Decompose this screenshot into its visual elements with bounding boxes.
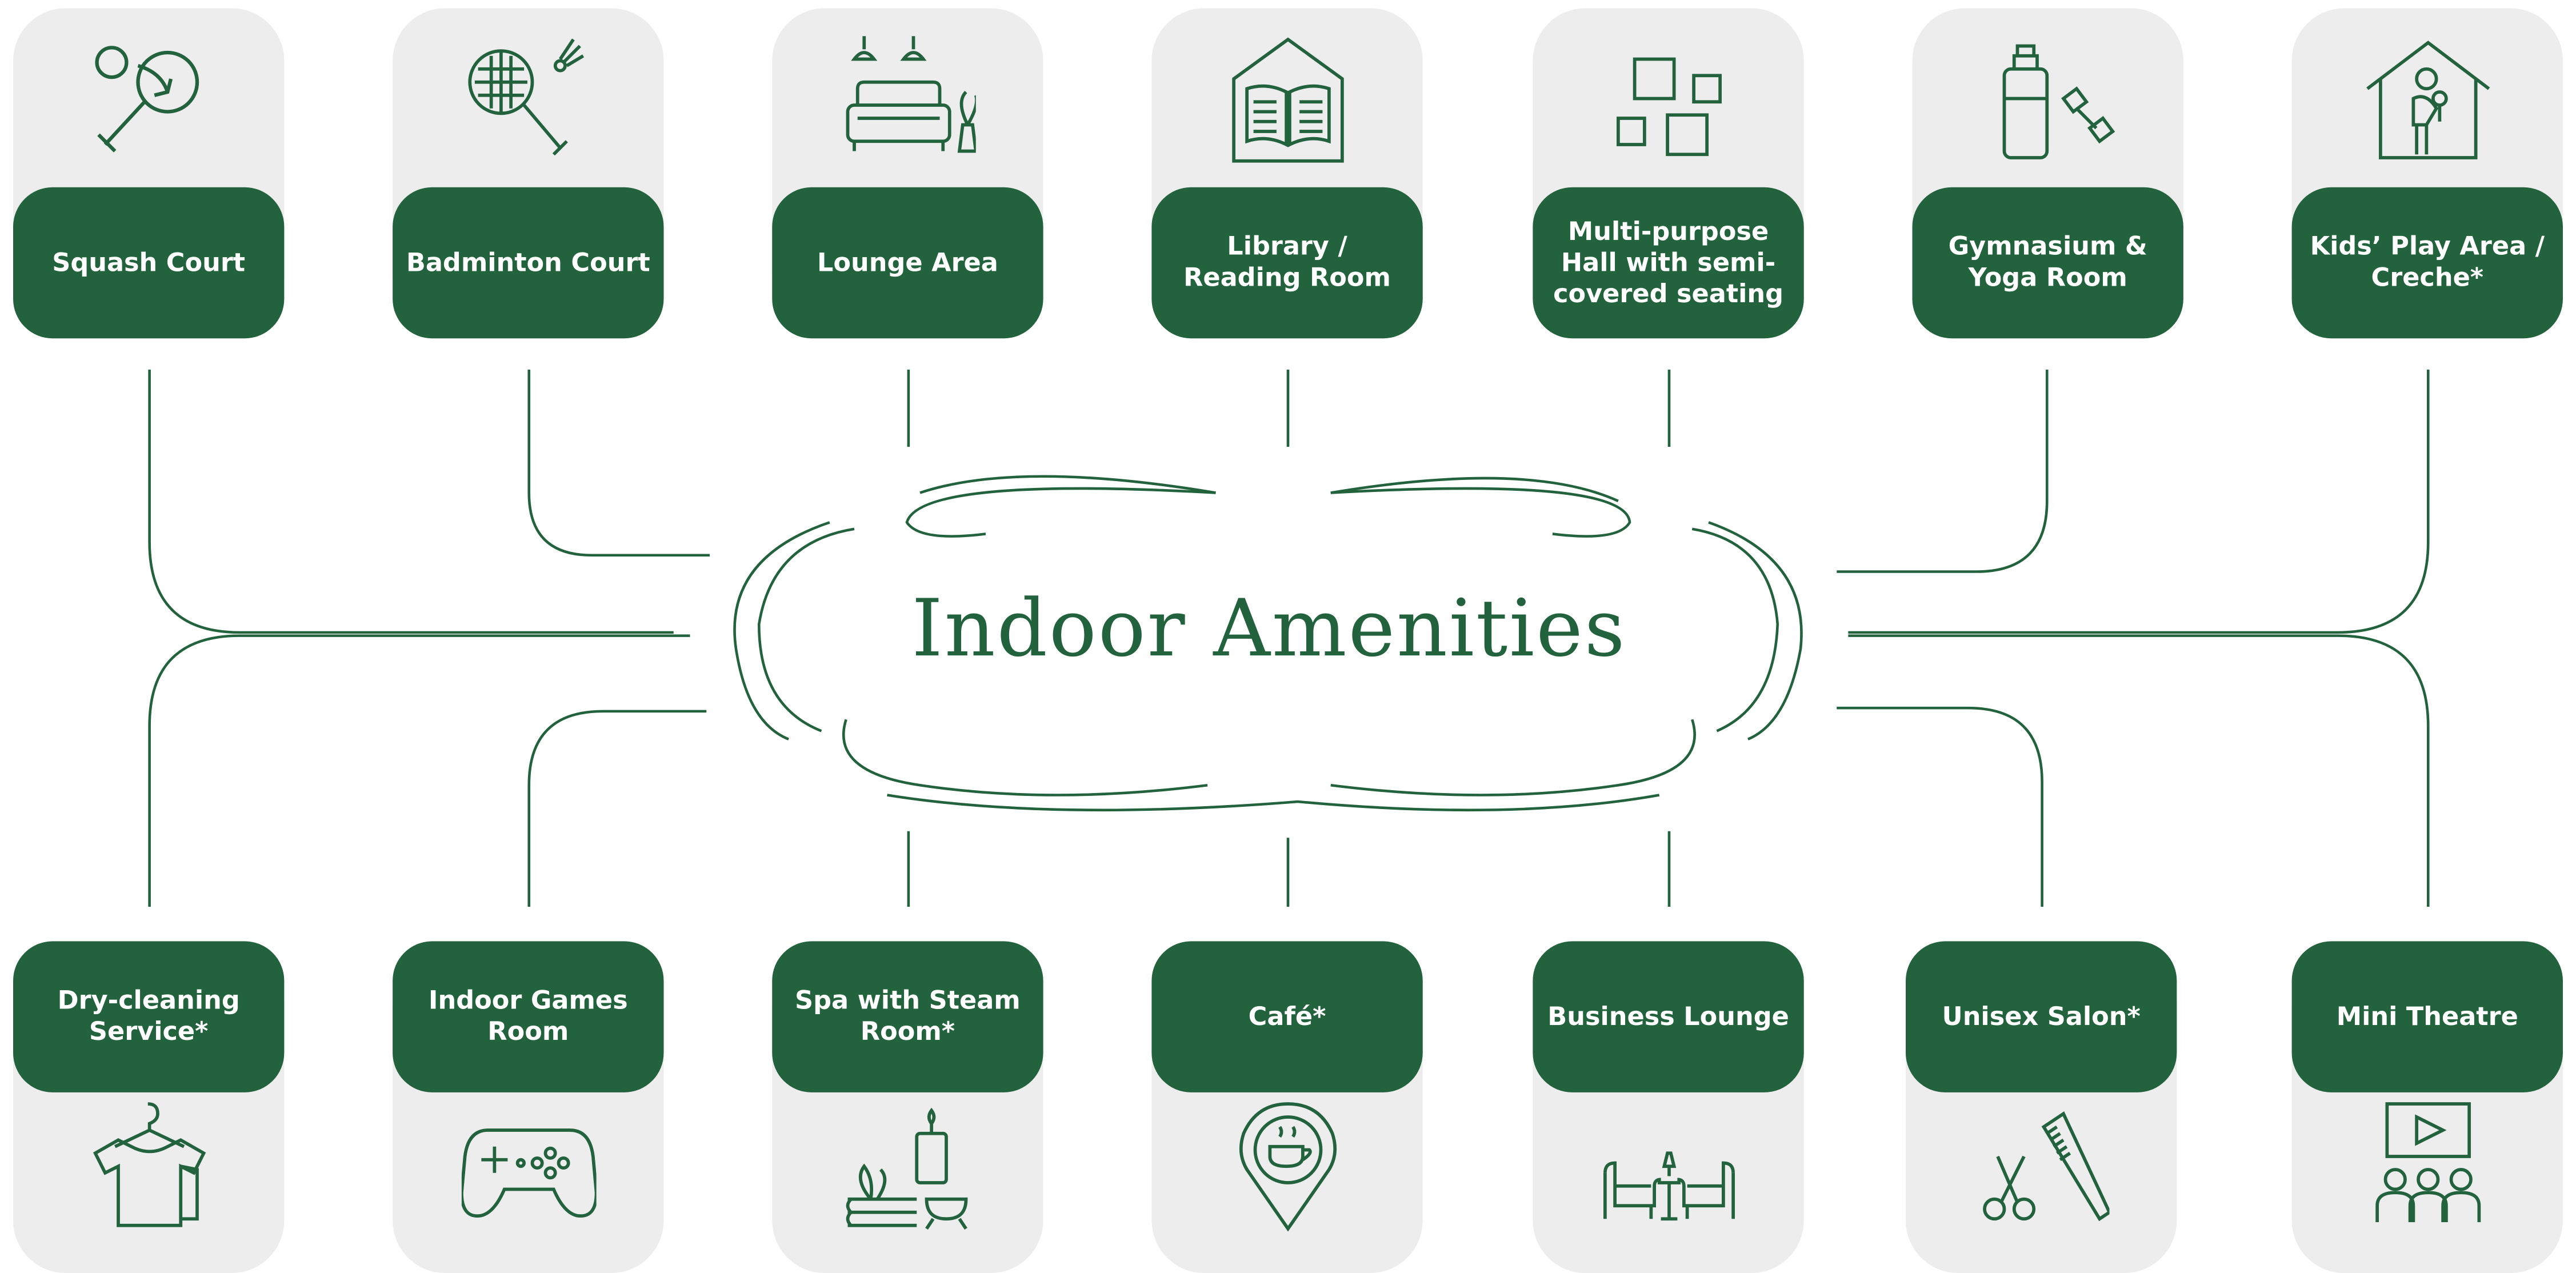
amenity-card-unisex-salon: Unisex Salon*: [1906, 0, 2177, 1262]
amenity-card-dry-cleaning: Dry-cleaning Service*: [13, 0, 284, 1262]
amenity-label: Unisex Salon*: [1906, 941, 2177, 1092]
business-lounge-chairs-icon: [1602, 1098, 1737, 1232]
game-controller-icon: [462, 1098, 597, 1232]
amenity-label: Business Lounge: [1533, 941, 1803, 1092]
amenity-label: Indoor Games Room: [393, 941, 663, 1092]
dry-cleaning-shirt-icon: [82, 1098, 217, 1232]
amenity-label: Dry-cleaning Service*: [13, 941, 284, 1092]
spa-candle-icon: [841, 1098, 976, 1232]
amenity-label: Spa with Steam Room*: [772, 941, 1043, 1092]
cafe-cup-pin-icon: [1221, 1098, 1355, 1232]
amenity-card-spa: Spa with Steam Room*: [772, 0, 1043, 1262]
amenity-card-business-lounge: Business Lounge: [1533, 0, 1803, 1262]
mini-theatre-icon: [2361, 1098, 2495, 1232]
amenity-label: Café*: [1151, 941, 1422, 1092]
salon-scissors-comb-icon: [1975, 1098, 2110, 1232]
amenity-card-cafe: Café*: [1151, 0, 1422, 1262]
amenity-card-mini-theatre: Mini Theatre: [2292, 0, 2563, 1262]
amenity-label: Mini Theatre: [2292, 941, 2563, 1092]
amenity-card-indoor-games: Indoor Games Room: [393, 0, 663, 1262]
